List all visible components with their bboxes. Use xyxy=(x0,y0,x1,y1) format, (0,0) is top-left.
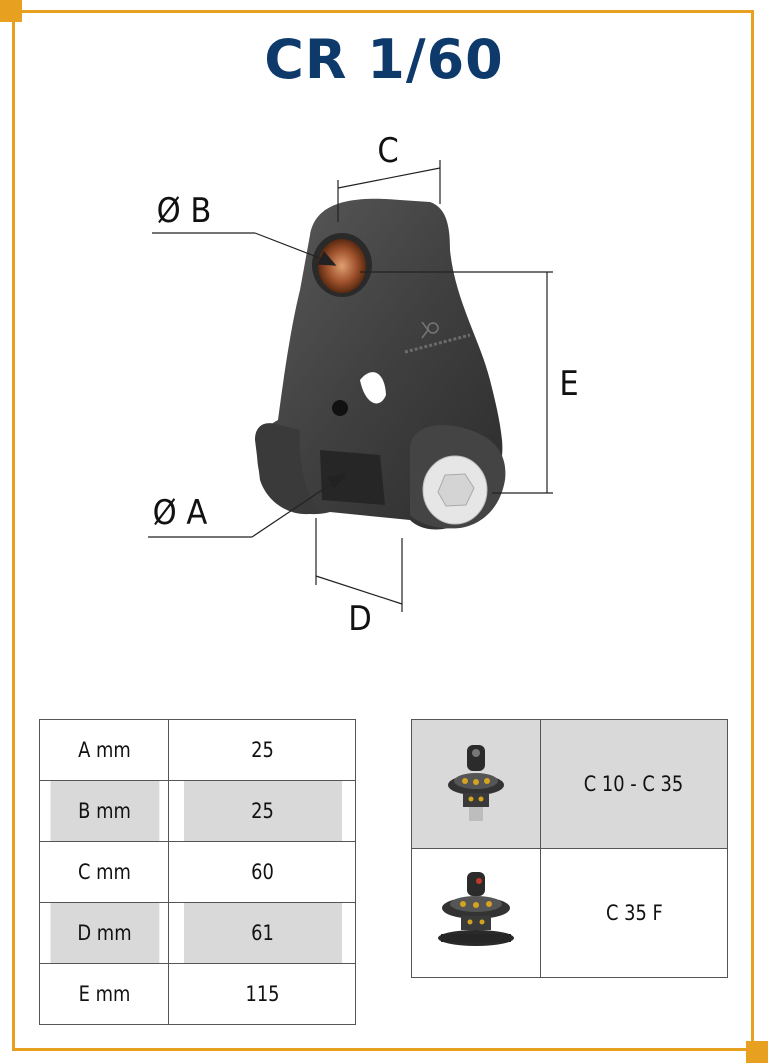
label-a: Ø A xyxy=(153,493,208,533)
dimension-b xyxy=(152,232,337,266)
spec-label: E mm xyxy=(48,963,160,1025)
page-title: CR 1/60 xyxy=(264,28,504,91)
spec-row: B mm 25 xyxy=(40,780,356,842)
link-part xyxy=(255,198,506,530)
technical-drawing: C Ø B E Ø A D xyxy=(148,131,579,639)
frame-corner-top-left xyxy=(0,0,22,22)
brand-logo xyxy=(404,321,471,354)
spec-value: 25 xyxy=(182,780,342,842)
spec-row: E mm 115 xyxy=(40,963,356,1025)
compat-image-cell xyxy=(411,848,541,978)
spec-row: A mm 25 xyxy=(40,719,356,781)
compat-models-text: C 35 F xyxy=(605,901,663,925)
dimension-c xyxy=(337,160,441,222)
spec-value: 115 xyxy=(182,963,342,1025)
compat-models-text: C 10 - C 35 xyxy=(584,772,684,796)
compat-row: C 35 F xyxy=(411,848,728,978)
dimension-a xyxy=(148,473,348,538)
spec-label: A mm xyxy=(48,719,160,781)
label-b: Ø B xyxy=(157,191,212,231)
rotator-flange-icon xyxy=(438,871,514,946)
dimension-d xyxy=(315,518,403,612)
spec-row: C mm 60 xyxy=(40,841,356,903)
spec-value: 25 xyxy=(182,719,342,781)
compat-models: C 10 - C 35 xyxy=(540,719,728,849)
spec-table: A mm 25 B mm 25 C mm 60 D mm 61 E mm 115 xyxy=(39,719,356,1025)
spec-label: B mm xyxy=(48,780,160,842)
dimension-e xyxy=(360,271,553,494)
bolt-head xyxy=(437,473,475,507)
lug-left xyxy=(255,423,320,515)
spec-value: 61 xyxy=(182,902,342,964)
page-frame xyxy=(12,10,754,1051)
center-hole xyxy=(360,372,386,404)
label-c: C xyxy=(377,131,398,171)
spec-label: C mm xyxy=(48,841,160,903)
compat-models: C 35 F xyxy=(540,848,728,978)
pin-shaft xyxy=(320,450,385,505)
spec-label: D mm xyxy=(48,902,160,964)
frame-corner-bottom-right xyxy=(746,1041,768,1063)
grease-hole xyxy=(332,400,348,416)
rotator-icon xyxy=(448,744,504,821)
spec-value: 60 xyxy=(182,841,342,903)
compat-row: C 10 - C 35 xyxy=(411,719,728,849)
compatibility-table: C 10 - C 35 C 35 F xyxy=(411,719,728,978)
bronze-bushing xyxy=(318,239,366,293)
label-e: E xyxy=(559,364,578,404)
compat-image-cell xyxy=(411,719,541,849)
label-d: D xyxy=(348,599,372,639)
spec-row: D mm 61 xyxy=(40,902,356,964)
